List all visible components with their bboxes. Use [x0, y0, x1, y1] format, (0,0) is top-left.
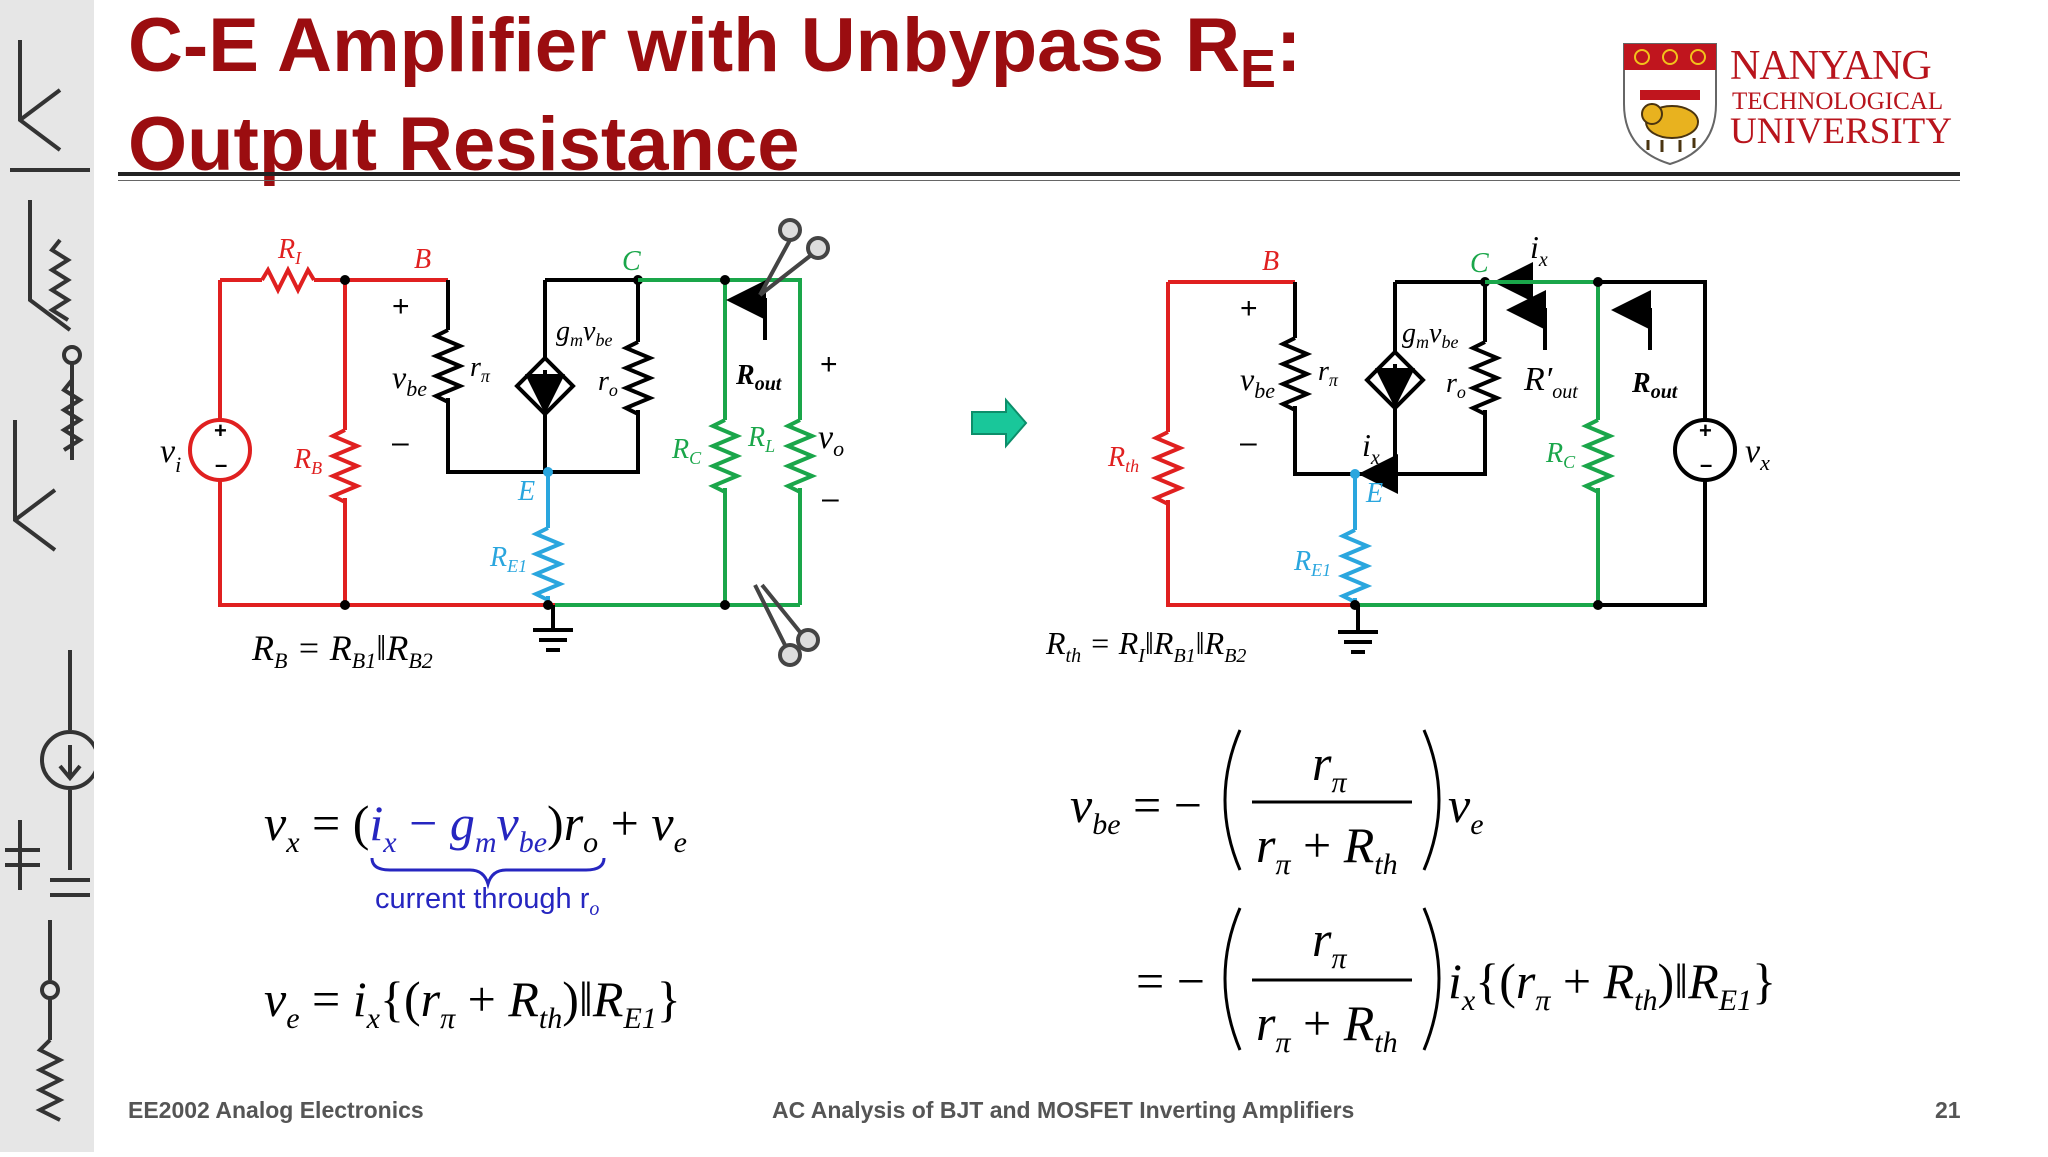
svg-text:R′out: R′out [1523, 361, 1578, 403]
footer-course: EE2002 Analog Electronics [128, 1097, 424, 1123]
svg-text:ve = ix{(rπ + Rth)‖RE1}: ve = ix{(rπ + Rth)‖RE1} [264, 971, 681, 1035]
svg-text:Rth: Rth [1107, 442, 1139, 476]
svg-text:ix: ix [1530, 229, 1548, 271]
svg-text:RI: RI [277, 234, 302, 268]
svg-text:ix{(rπ + Rth)‖RE1}: ix{(rπ + Rth)‖RE1} [1448, 953, 1776, 1017]
svg-text:RB: RB [293, 444, 322, 478]
title-line1: C-E Amplifier with Unbypass R [128, 3, 1240, 88]
svg-text:–: – [215, 452, 227, 477]
svg-text:gmvbe: gmvbe [556, 316, 612, 350]
right-circuit: + – B C ix gmvbe vbe rπ ro [1045, 229, 1770, 667]
svg-text:ro: ro [1446, 368, 1466, 402]
equations: vx = (ix − gmvbe)ro + ve ve = ix{(rπ + R… [264, 729, 1776, 1059]
svg-text:+: + [820, 348, 838, 381]
svg-text:C: C [622, 246, 641, 277]
svg-text:+: + [392, 290, 410, 323]
svg-text:rπ + Rth: rπ + Rth [1256, 995, 1398, 1059]
left-circuit: + – [160, 218, 844, 673]
svg-text:RB = RB1‖RB2: RB = RB1‖RB2 [251, 628, 433, 673]
svg-text:vx = (ix − gmvbe)ro + ve: vx = (ix − gmvbe)ro + ve [264, 795, 687, 859]
svg-text:rπ: rπ [470, 352, 491, 386]
svg-text:+: + [1699, 418, 1712, 443]
page-number: 21 [1935, 1097, 1961, 1123]
note-text: current through r [375, 883, 590, 915]
title-subscript: E [1239, 39, 1277, 99]
svg-text:RE1: RE1 [489, 542, 527, 576]
svg-text:ro: ro [598, 366, 618, 400]
svg-text:vx: vx [1745, 433, 1770, 475]
svg-text:Rth = RI‖RB1‖RB2: Rth = RI‖RB1‖RB2 [1045, 625, 1246, 667]
decorative-circuit-strip [0, 0, 100, 1152]
svg-text:rπ: rπ [1312, 735, 1347, 799]
scissors-top-icon [758, 218, 830, 297]
title-rule [118, 172, 1960, 176]
svg-text:E: E [1365, 478, 1383, 509]
svg-text:C: C [1470, 248, 1489, 279]
svg-text:vbe = −: vbe = − [1070, 777, 1202, 841]
svg-text:E: E [517, 476, 535, 507]
annotation-current-through-ro: current through ro [375, 883, 599, 921]
svg-text:RE1: RE1 [1293, 546, 1331, 580]
logo-line2: TECHNOLOGICAL [1732, 88, 1944, 115]
svg-text:vo: vo [818, 419, 844, 461]
svg-text:rπ: rπ [1318, 356, 1339, 390]
svg-text:ve: ve [1448, 777, 1484, 841]
svg-text:gmvbe: gmvbe [1402, 318, 1458, 352]
svg-text:+: + [1240, 292, 1258, 325]
svg-text:–: – [392, 426, 409, 459]
footer-topic: AC Analysis of BJT and MOSFET Inverting … [772, 1097, 1355, 1123]
transition-arrow-icon [971, 397, 1028, 449]
svg-text:ix: ix [1362, 427, 1380, 469]
title-rule-thin [118, 180, 1960, 181]
svg-text:= −: = − [1136, 953, 1205, 1009]
svg-text:vi: vi [160, 433, 181, 477]
svg-text:B: B [1262, 246, 1279, 277]
svg-text:rπ + Rth: rπ + Rth [1256, 817, 1398, 881]
logo-line3: UNIVERSITY [1730, 111, 1952, 152]
ntu-logo: NANYANG TECHNOLOGICAL UNIVERSITY [1622, 38, 1962, 168]
svg-text:RC: RC [671, 434, 702, 468]
note-subscript: o [589, 897, 600, 920]
svg-text:vbe: vbe [392, 359, 427, 401]
svg-text:+: + [214, 418, 227, 443]
svg-text:–: – [1700, 452, 1712, 477]
svg-text:–: – [1240, 426, 1257, 459]
university-crest-icon [1623, 43, 1717, 166]
svg-text:Rout: Rout [735, 360, 783, 395]
svg-text:RL: RL [747, 422, 775, 456]
scissors-bottom-icon [753, 583, 820, 667]
svg-text:rπ: rπ [1312, 911, 1347, 975]
svg-text:Rout: Rout [1631, 368, 1679, 403]
svg-text:vbe: vbe [1240, 361, 1275, 403]
title-colon: : [1276, 3, 1302, 88]
logo-line1: NANYANG [1730, 43, 1932, 89]
svg-text:–: – [822, 482, 839, 515]
svg-text:RC: RC [1545, 438, 1576, 472]
svg-text:B: B [414, 244, 431, 275]
